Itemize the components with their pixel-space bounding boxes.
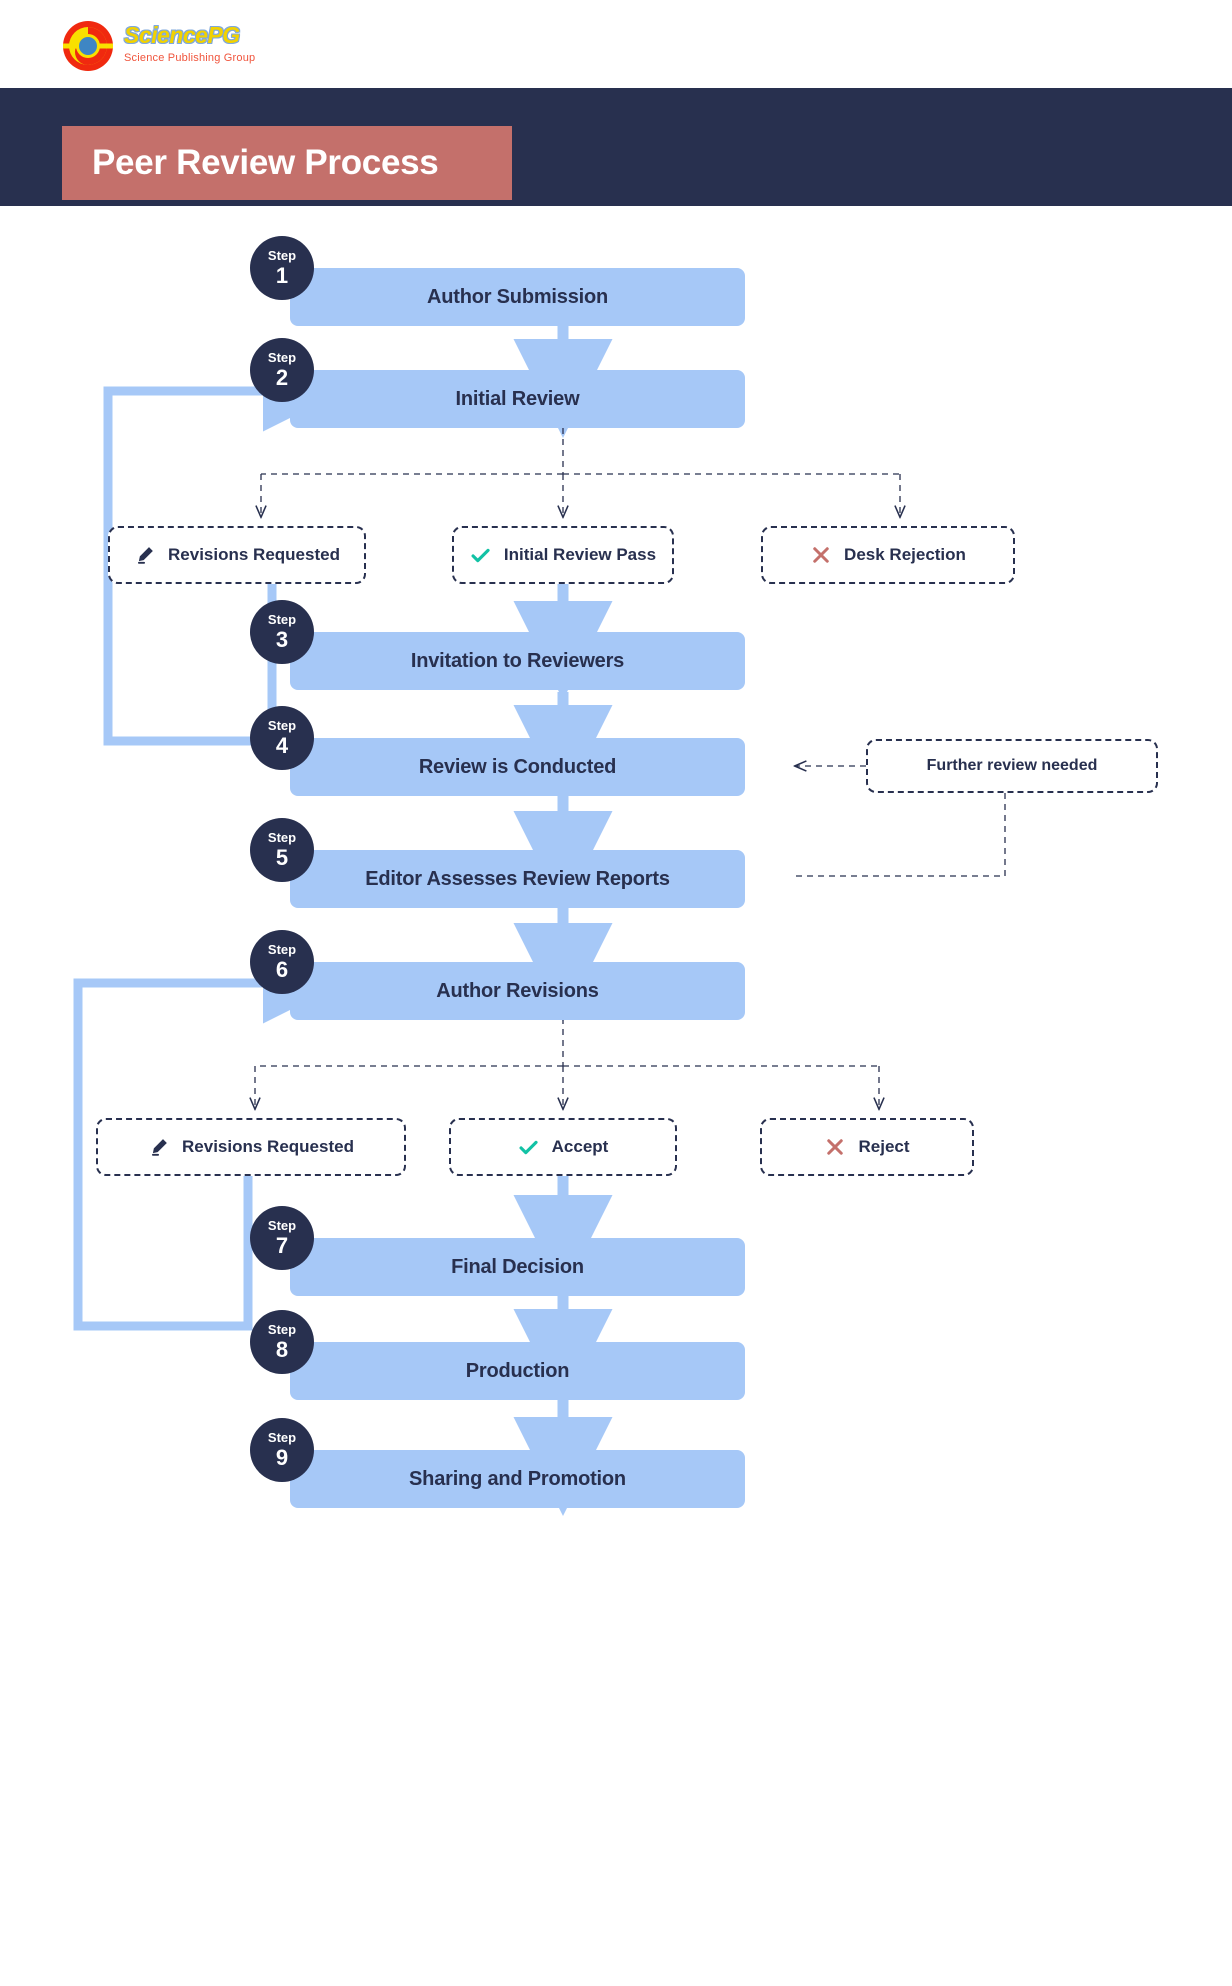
step-badge-word: Step <box>267 1218 297 1233</box>
step-badge-3: Step 3 <box>250 600 314 664</box>
step-box-review-is-conducted[interactable]: Review is Conducted <box>290 738 745 796</box>
decision-desk-rejection[interactable]: Desk Rejection <box>761 526 1015 584</box>
cross-icon <box>824 1136 846 1158</box>
decision-initial-review-pass[interactable]: Initial Review Pass <box>452 526 674 584</box>
decision-accept[interactable]: Accept <box>449 1118 677 1176</box>
step-badge-word: Step <box>267 612 297 627</box>
step-badge-4: Step 4 <box>250 706 314 770</box>
decision-reject[interactable]: Reject <box>760 1118 974 1176</box>
step-badge-word: Step <box>267 942 297 957</box>
flowchart-canvas: Step 1 Author Submission Step 2 Initial … <box>0 206 1232 1986</box>
step-badge-word: Step <box>267 830 297 845</box>
step-label: Production <box>465 1359 570 1382</box>
decision-label: Initial Review Pass <box>503 545 657 564</box>
step-badge-7: Step 7 <box>250 1206 314 1270</box>
page-title: Peer Review Process <box>92 143 439 182</box>
step-box-author-revisions[interactable]: Author Revisions <box>290 962 745 1020</box>
step-label: Editor Assesses Review Reports <box>365 867 670 890</box>
logo-bar: SciencePG Science Publishing Group <box>0 0 1232 88</box>
logo-brand-text: SciencePG <box>124 22 240 48</box>
step-badge-number: 3 <box>275 627 289 652</box>
step-box-author-submission[interactable]: Author Submission <box>290 268 745 326</box>
step-badge-number: 8 <box>275 1337 289 1362</box>
step-badge-number: 7 <box>275 1233 289 1258</box>
cross-icon <box>810 544 832 566</box>
decision-label: Accept <box>551 1137 609 1156</box>
sciencepg-logo-mark <box>63 21 113 71</box>
decision-label: Reject <box>858 1137 910 1156</box>
step-badge-5: Step 5 <box>250 818 314 882</box>
step-badge-word: Step <box>267 248 297 263</box>
step-badge-number: 4 <box>275 733 289 758</box>
decision-label: Desk Rejection <box>844 545 966 564</box>
step-label: Final Decision <box>451 1255 584 1278</box>
step-box-production[interactable]: Production <box>290 1342 745 1400</box>
decision-label: Revisions Requested <box>168 545 340 564</box>
step-label: Author Submission <box>426 285 609 308</box>
step-badge-1: Step 1 <box>250 236 314 300</box>
connector-layer <box>73 326 1006 1516</box>
step-badge-6: Step 6 <box>250 930 314 994</box>
step-badge-number: 2 <box>275 365 289 390</box>
check-icon <box>470 544 492 566</box>
step-badge-number: 6 <box>275 957 289 982</box>
step-badge-word: Step <box>267 1322 297 1337</box>
step-label: Sharing and Promotion <box>409 1467 626 1490</box>
step-label: Invitation to Reviewers <box>410 649 625 672</box>
pencil-icon <box>148 1136 170 1158</box>
note-label: Further review needed <box>926 757 1098 774</box>
decision-revisions-requested-1[interactable]: Revisions Requested <box>108 526 366 584</box>
pencil-icon <box>134 544 156 566</box>
sciencepg-logo: SciencePG Science Publishing Group <box>62 14 255 76</box>
step-badge-number: 1 <box>275 263 289 288</box>
step-label: Review is Conducted <box>418 755 617 778</box>
step-badge-number: 9 <box>275 1445 289 1470</box>
step-badge-word: Step <box>267 1430 297 1445</box>
step-badge-2: Step 2 <box>250 338 314 402</box>
logo-tagline: Science Publishing Group <box>124 52 256 64</box>
step-label: Author Revisions <box>436 979 599 1002</box>
decision-revisions-requested-2[interactable]: Revisions Requested <box>96 1118 406 1176</box>
step-box-sharing-and-promotion[interactable]: Sharing and Promotion <box>290 1450 745 1508</box>
step-badge-number: 5 <box>275 845 289 870</box>
step-badge-word: Step <box>267 350 297 365</box>
step-box-invitation-to-reviewers[interactable]: Invitation to Reviewers <box>290 632 745 690</box>
step-box-editor-assesses-review-reports[interactable]: Editor Assesses Review Reports <box>290 850 745 908</box>
step-badge-9: Step 9 <box>250 1418 314 1482</box>
check-icon <box>518 1136 540 1158</box>
page-title-plate: Peer Review Process <box>62 126 512 200</box>
decision-label: Revisions Requested <box>182 1137 354 1156</box>
step-label: Initial Review <box>455 387 580 410</box>
step-badge-word: Step <box>267 718 297 733</box>
step-box-final-decision[interactable]: Final Decision <box>290 1238 745 1296</box>
note-further-review-needed[interactable]: Further review needed <box>866 739 1158 793</box>
step-badge-8: Step 8 <box>250 1310 314 1374</box>
step-box-initial-review[interactable]: Initial Review <box>290 370 745 428</box>
